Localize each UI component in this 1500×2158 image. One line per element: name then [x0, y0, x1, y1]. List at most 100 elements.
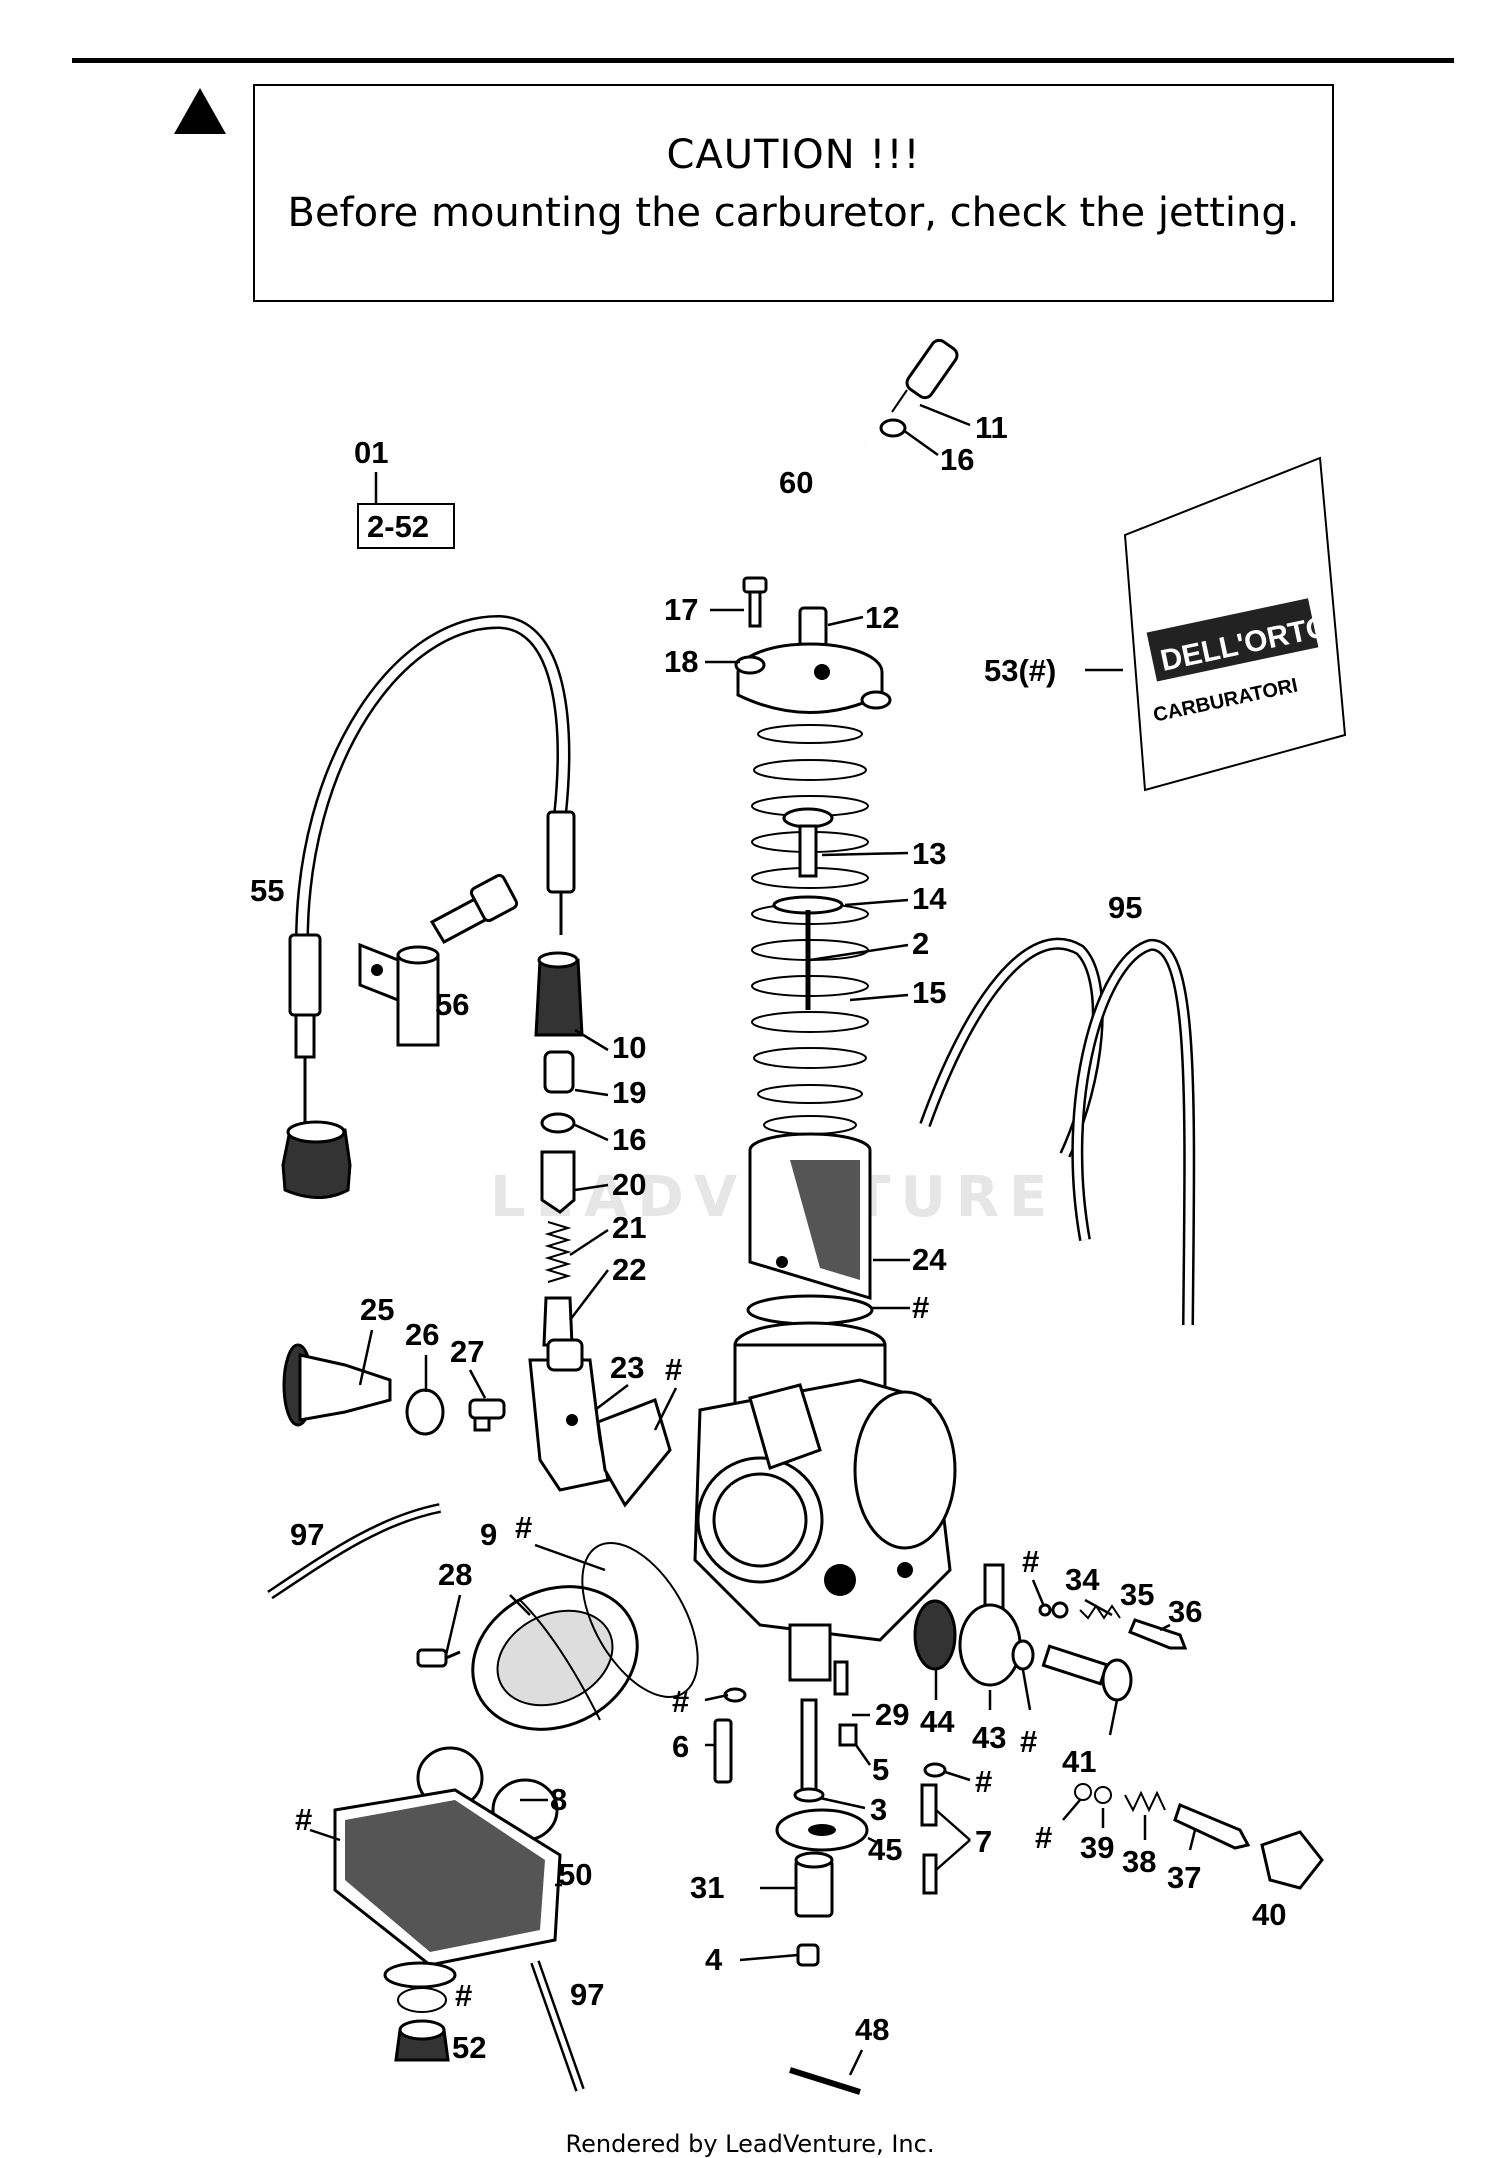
part-38-spring [1124, 1790, 1166, 1813]
callout-19: 19 [612, 1075, 646, 1110]
leader-lines [309, 403, 1197, 2076]
part-24-slide [748, 1132, 872, 1301]
callout-8: 8 [550, 1782, 567, 1817]
part-19-adjuster [543, 1050, 575, 1094]
callout-hash-6: # [1020, 1724, 1037, 1759]
callout-36: 36 [1168, 1594, 1202, 1629]
caution-title: CAUTION !!! [666, 132, 921, 178]
part-39-washer [1074, 1783, 1092, 1801]
warning-triangle-icon [174, 88, 226, 134]
part-34-washer [1038, 1603, 1052, 1617]
callout-41: 41 [1062, 1744, 1096, 1779]
callout-56: 56 [435, 987, 469, 1022]
callout-35: 35 [1120, 1577, 1154, 1612]
caution-box: CAUTION !!! Before mounting the carburet… [253, 84, 1334, 302]
part-95-hoses [919, 937, 1196, 1326]
kit-bag-line: CARBURATORI [1151, 675, 1299, 727]
assembly-number: 01 [354, 435, 388, 470]
part-21-spring [544, 1221, 572, 1283]
callout-23: 23 [610, 1350, 644, 1385]
part-23-housing [528, 1338, 610, 1492]
part-25-choke [282, 1343, 392, 1427]
callout-60: 60 [779, 465, 813, 500]
part-5-jet [838, 1723, 858, 1747]
part-50-float-bowl [333, 1788, 562, 1989]
part-7-jets [920, 1762, 947, 1895]
callout-37: 37 [1167, 1860, 1201, 1895]
part-15-spring [751, 724, 869, 1135]
part-31-holder [794, 1851, 834, 1918]
part-16-nut [540, 1112, 576, 1134]
part-22-plunger [542, 1296, 574, 1347]
callout-9: 9 [480, 1517, 497, 1552]
assembly-reference: 01 2-52 [354, 435, 455, 549]
callout-hash-3: # [515, 1510, 532, 1545]
callout-97: 97 [290, 1517, 324, 1552]
callout-hash-5: # [672, 1684, 689, 1719]
part-9-funnel [471, 1585, 639, 1731]
callout-29: 29 [875, 1697, 909, 1732]
callout-24: 24 [912, 1242, 947, 1277]
callout-labels: 11 16 60 17 12 18 53(#) 13 14 2 15 95 55… [250, 410, 1286, 2065]
part-40-knob [1260, 1830, 1324, 1890]
callout-hash-9: # [1035, 1820, 1052, 1855]
part-20-plunger [540, 1150, 576, 1214]
callout-10: 10 [612, 1030, 646, 1065]
callout-16b: 16 [612, 1122, 646, 1157]
callout-27: 27 [450, 1334, 484, 1369]
part-funnel-gasket [581, 1542, 699, 1698]
callout-97b: 97 [570, 1977, 604, 2012]
part-11-fitting [891, 338, 959, 413]
caution-text: Before mounting the carburetor, check th… [287, 190, 1300, 236]
part-48-pin [789, 2067, 861, 2095]
callout-45: 45 [868, 1832, 902, 1867]
callout-38: 38 [1122, 1844, 1156, 1879]
callout-48: 48 [855, 2012, 889, 2047]
part-16-washer [879, 418, 907, 438]
part-27-screw [468, 1398, 506, 1432]
part-35-spring [1079, 1604, 1121, 1620]
callout-95: 95 [1108, 890, 1142, 925]
part-37-screw [1173, 1802, 1251, 1850]
callout-16: 16 [940, 442, 974, 477]
callout-12: 12 [865, 600, 899, 635]
part-10-cap [534, 958, 584, 1037]
part-36-screw [1128, 1618, 1188, 1650]
part-44-disc [913, 1599, 957, 1671]
part-6-jet [713, 1718, 733, 1784]
part-28-screw [416, 1648, 461, 1668]
callout-55: 55 [250, 873, 284, 908]
part-41-bolt [1041, 1644, 1133, 1702]
footer-credit: Rendered by LeadVenture, Inc. [565, 2130, 935, 2158]
callout-15: 15 [912, 975, 946, 1010]
callout-39: 39 [1080, 1830, 1114, 1865]
part-56-bracket [358, 873, 519, 1047]
callout-14: 14 [912, 881, 947, 916]
part-26-nut [405, 1388, 445, 1436]
callout-hash-4: # [1022, 1544, 1039, 1579]
callout-52: 52 [452, 2030, 486, 2065]
part-12-nipple [798, 606, 828, 648]
callout-43: 43 [972, 1720, 1006, 1755]
callout-22: 22 [612, 1252, 646, 1287]
callout-13: 13 [912, 836, 946, 871]
callout-34: 34 [1065, 1562, 1100, 1597]
part-washer [1011, 1639, 1035, 1671]
callout-44: 44 [920, 1704, 955, 1739]
callout-18: 18 [664, 644, 698, 679]
part-55-cable [281, 614, 576, 1199]
callout-28: 28 [438, 1557, 472, 1592]
callout-53: 53(#) [984, 653, 1056, 688]
part-43-banjo [958, 1563, 1022, 1687]
part-29-jet [833, 1660, 849, 1696]
callout-7: 7 [975, 1824, 992, 1859]
callout-hash-10: # [455, 1978, 472, 2013]
part-3-emulsion-tube [800, 1698, 818, 1800]
callout-50: 50 [558, 1857, 592, 1892]
part-17-screw [742, 576, 768, 628]
callout-21: 21 [612, 1210, 646, 1245]
callout-40: 40 [1252, 1897, 1286, 1932]
callout-hash-1: # [912, 1290, 929, 1325]
callout-6: 6 [672, 1729, 689, 1764]
